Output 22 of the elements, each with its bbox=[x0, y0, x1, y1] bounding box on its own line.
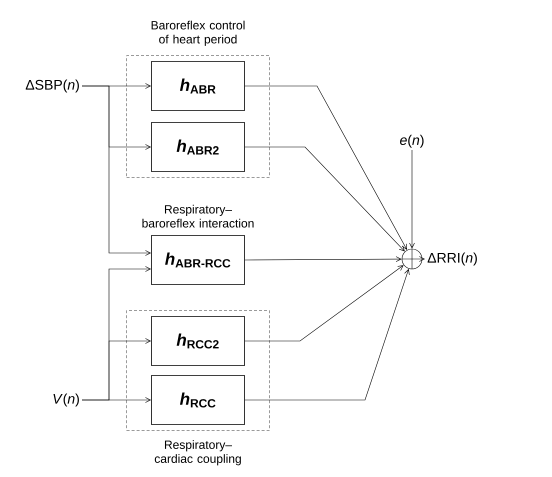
arrow bbox=[244, 256, 402, 262]
group-heading: Baroreflex control of heart period bbox=[152, 20, 245, 46]
arrow bbox=[244, 86, 408, 250]
arrow bbox=[244, 146, 405, 252]
arrow bbox=[82, 86, 152, 256]
signal-label: ΔSBP(n) bbox=[26, 79, 79, 93]
arrow bbox=[244, 268, 410, 400]
signal-label: V(n) bbox=[53, 393, 79, 407]
transfer-function-box: h$_{ABR-RCC}$ bbox=[151, 235, 245, 285]
arrow bbox=[82, 397, 152, 403]
block-heading: Respiratory–baroreflex interaction bbox=[142, 204, 254, 228]
signal-label: ΔRRI(n) bbox=[428, 252, 477, 266]
signal-label: e(n) bbox=[400, 134, 424, 148]
arrow bbox=[419, 256, 425, 262]
summing-junction bbox=[402, 248, 422, 270]
transfer-function-box: h$_{RCC2}$ bbox=[151, 316, 245, 366]
arrow bbox=[244, 265, 404, 342]
arrow bbox=[409, 150, 415, 249]
group-heading: Respiratory–cardiac coupling bbox=[154, 440, 241, 466]
transfer-function-box: h$_{ABR2}$ bbox=[151, 122, 245, 172]
transfer-function-box: h$_{ABR}$ bbox=[151, 61, 245, 111]
transfer-function-box: h$_{RCC}$ bbox=[151, 375, 245, 425]
